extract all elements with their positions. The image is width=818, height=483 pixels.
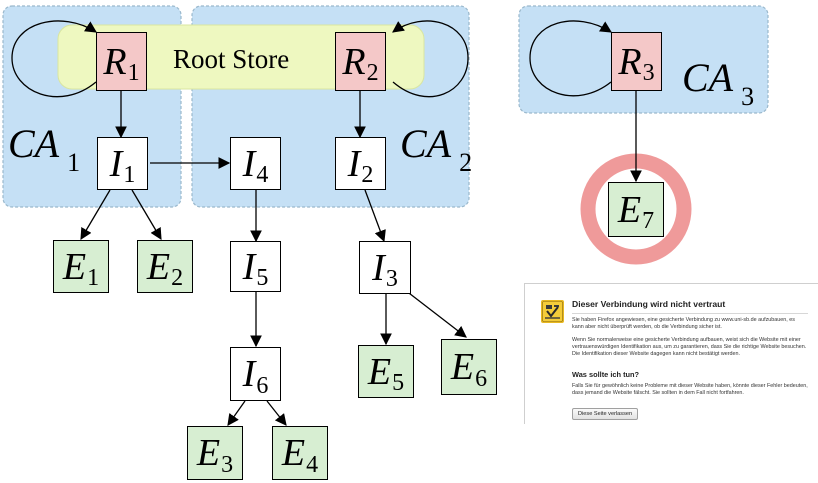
node-r2-sub: 2 (366, 60, 379, 86)
r2-self-loop (392, 20, 469, 98)
node-r1-sub: 1 (127, 60, 140, 86)
node-e1-sub: 1 (87, 265, 100, 291)
node-e2-sub: 2 (171, 265, 184, 291)
node-e6-sub: 6 (475, 365, 488, 392)
node-r2-letter: R (342, 40, 366, 83)
warning-paragraph-3: Falls Sie für gewöhnlich keine Probleme … (572, 383, 808, 396)
node-i1-letter: I (109, 142, 123, 185)
node-r3-sub: 3 (642, 60, 655, 86)
node-i2-letter: I (347, 142, 361, 185)
node-e5-letter: E (367, 350, 392, 393)
leave-page-button[interactable]: Diese Seite verlassen (572, 408, 639, 420)
edge-i6-e4 (266, 400, 287, 426)
warning-divider (572, 313, 808, 314)
node-e5-sub: 5 (392, 370, 405, 396)
node-e7-sub: 7 (642, 208, 655, 234)
untrusted-connection-warning: Dieser Verbindung wird nicht vertraut Si… (524, 283, 818, 424)
edge-i1-e1 (80, 189, 111, 241)
r3-self-loop (529, 20, 612, 97)
ca3-label-text: CA (682, 55, 734, 100)
node-e2-letter: E (146, 245, 171, 288)
ca2-label-sub: 2 (459, 148, 473, 177)
node-r3-letter: R (618, 40, 642, 83)
node-e3-letter: E (196, 432, 221, 474)
warning-paragraph-1: Sie haben Firefox angewiesen, eine gesic… (572, 317, 795, 330)
root-store-region (57, 24, 425, 90)
node-e4-letter: E (281, 432, 306, 474)
node-i5-letter: I (242, 245, 256, 288)
node-e4-sub: 4 (306, 451, 319, 478)
warning-paragraph-2: Wenn Sie normalerweise eine gesicherte V… (572, 337, 807, 357)
warning-heading: Was sollte ich tun? (572, 370, 640, 379)
node-e1-letter: E (62, 245, 87, 288)
node-i1-sub: 1 (123, 162, 136, 188)
node-i2-sub: 2 (361, 162, 374, 188)
node-e3-sub: 3 (221, 451, 234, 478)
node-e6-letter: E (450, 346, 475, 388)
node-i4-sub: 4 (256, 162, 269, 188)
warning-title: Dieser Verbindung wird nicht vertraut (572, 299, 726, 309)
ca1-label-text: CA (8, 121, 60, 166)
warning-shield-icon (541, 300, 564, 323)
node-i3-sub: 3 (385, 266, 398, 292)
ca3-label-sub: 3 (741, 82, 755, 111)
node-i4-letter: I (242, 142, 256, 185)
node-r1-letter: R (103, 40, 127, 83)
ca1-label-sub: 1 (67, 148, 81, 177)
r1-self-loop (11, 20, 97, 98)
edge-i1-e2 (131, 189, 162, 241)
node-i5-sub: 5 (256, 265, 269, 291)
ca2-label-text: CA (400, 121, 452, 166)
edge-i6-e3 (227, 400, 246, 426)
edge-i3-e6 (404, 289, 467, 338)
node-e7-letter: E (617, 188, 642, 231)
node-i6-sub: 6 (256, 372, 269, 399)
node-i6-letter: I (242, 353, 256, 395)
edge-i2-i3 (364, 189, 386, 243)
node-i3-letter: I (372, 246, 385, 289)
root-store-label: Root Store (173, 44, 290, 74)
